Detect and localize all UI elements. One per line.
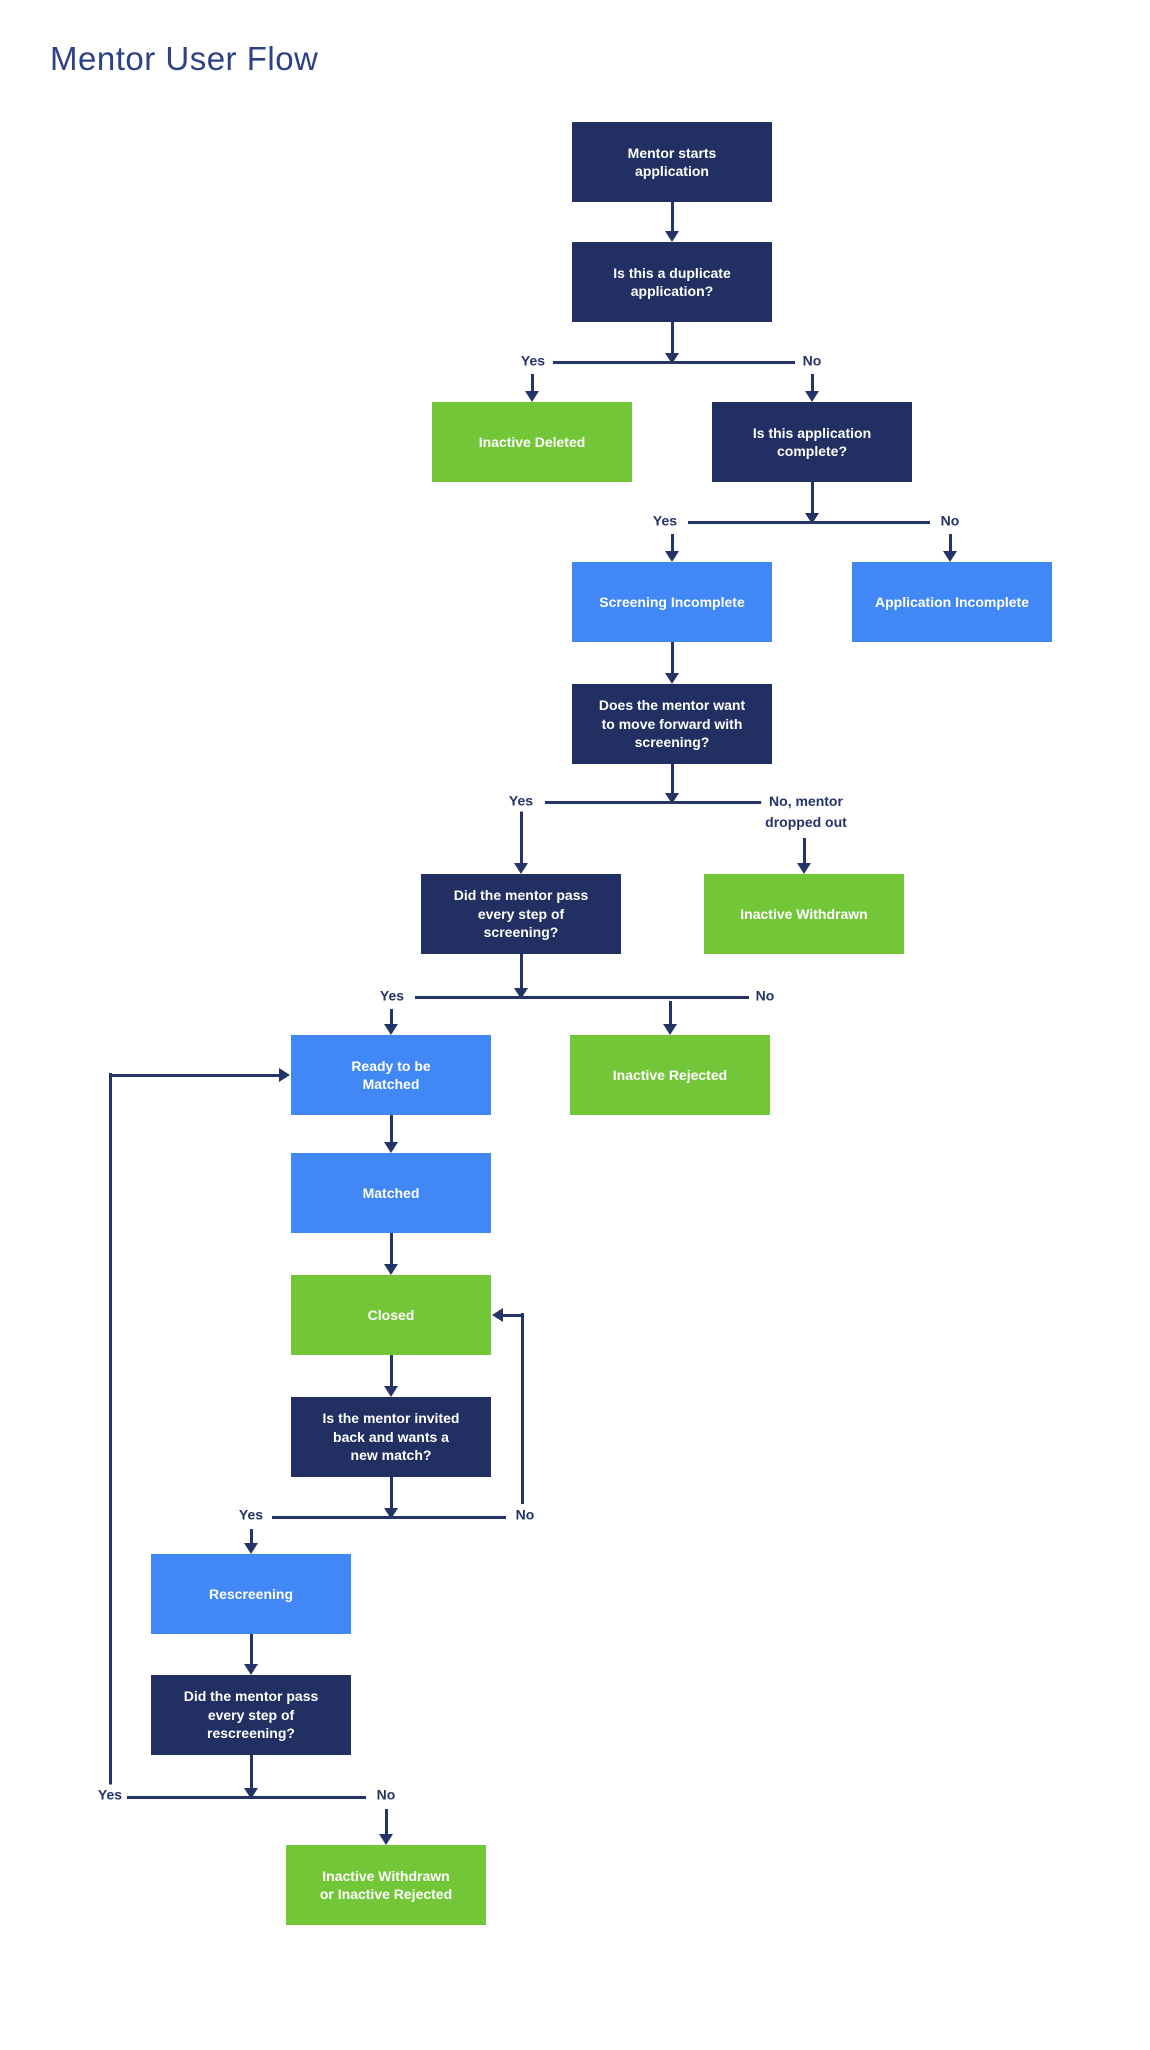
flow-node-pass-screening: Did the mentor pass every step of screen… [421,874,621,954]
arrowhead-down-icon [665,551,679,562]
flow-node-rescreening: Rescreening [151,1554,351,1634]
connector-line [503,1313,523,1317]
branch-label: Yes [648,510,682,532]
connector-line [670,534,674,553]
branch-label: Yes [93,1784,127,1806]
arrowhead-down-icon [525,391,539,402]
page-title: Mentor User Flow [50,40,319,77]
branch-label: No [798,350,826,372]
connector-line [519,810,523,865]
connector-line [545,800,763,804]
connector-line [670,642,674,675]
arrowhead-right-icon [279,1068,290,1082]
connector-line [389,1355,393,1388]
flow-node-inactive-deleted: Inactive Deleted [432,402,632,482]
flow-node-invited-back: Is the mentor invited back and wants a n… [291,1397,491,1477]
connector-line [810,374,814,393]
connector-line [519,954,523,989]
connector-line [108,1073,112,1785]
arrowhead-down-icon [384,1508,398,1519]
arrowhead-down-icon [805,391,819,402]
connector-line [249,1755,253,1788]
branch-label: Yes [234,1504,268,1526]
arrowhead-down-icon [384,1386,398,1397]
arrowhead-left-icon [492,1308,503,1322]
arrowhead-down-icon [384,1264,398,1275]
branch-label: No [936,510,964,532]
connector-line [110,1073,280,1077]
flow-node-move-forward: Does the mentor want to move forward wit… [572,684,772,764]
branch-label: No [372,1784,400,1806]
arrowhead-down-icon [665,231,679,242]
flow-node-inactive-withdrawn: Inactive Withdrawn [704,874,904,954]
arrowhead-down-icon [943,551,957,562]
arrowhead-down-icon [244,1788,258,1799]
connector-line [389,1009,393,1026]
arrowhead-down-icon [379,1834,393,1845]
connector-line [249,1634,253,1666]
connector-line [389,1233,393,1266]
connector-line [670,202,674,232]
connector-line [668,1001,672,1026]
arrowhead-down-icon [514,988,528,999]
flow-node-pass-rescreening: Did the mentor pass every step of rescre… [151,1675,351,1755]
branch-label: No, mentor dropped out [761,791,851,833]
branch-label: No [511,1504,539,1526]
flow-node-closed: Closed [291,1275,491,1355]
arrowhead-down-icon [665,673,679,684]
connector-line [389,1115,393,1144]
arrowhead-down-icon [665,793,679,804]
flow-node-mentor-starts: Mentor starts application [572,122,772,202]
connector-line [384,1809,388,1836]
arrowhead-down-icon [244,1664,258,1675]
flow-node-duplicate-application: Is this a duplicate application? [572,242,772,322]
connector-line [249,1529,253,1545]
connector-line [802,838,806,865]
flow-node-ready-to-be-matched: Ready to be Matched [291,1035,491,1115]
flow-node-inactive-rejected: Inactive Rejected [570,1035,770,1115]
connector-line [670,322,674,354]
connector-line [530,374,534,393]
arrowhead-down-icon [663,1024,677,1035]
arrowhead-down-icon [384,1142,398,1153]
flow-node-application-complete: Is this application complete? [712,402,912,482]
connector-line [948,534,952,553]
arrowhead-down-icon [384,1024,398,1035]
branch-label: Yes [516,350,550,372]
branch-label: Yes [375,985,409,1007]
branch-label: Yes [504,790,538,812]
flow-node-screening-incomplete: Screening Incomplete [572,562,772,642]
connector-line [810,482,814,514]
connector-line [520,1313,524,1504]
connector-line [389,1477,393,1508]
arrowhead-down-icon [514,863,528,874]
flow-node-application-incomplete: Application Incomplete [852,562,1052,642]
connector-line [670,764,674,794]
arrowhead-down-icon [665,353,679,364]
branch-label: No [751,985,779,1007]
flow-node-inactive-withdrawn-or-rejected: Inactive Withdrawn or Inactive Rejected [286,1845,486,1925]
arrowhead-down-icon [797,863,811,874]
connector-line [415,995,749,999]
flow-node-matched: Matched [291,1153,491,1233]
arrowhead-down-icon [805,513,819,524]
arrowhead-down-icon [244,1543,258,1554]
